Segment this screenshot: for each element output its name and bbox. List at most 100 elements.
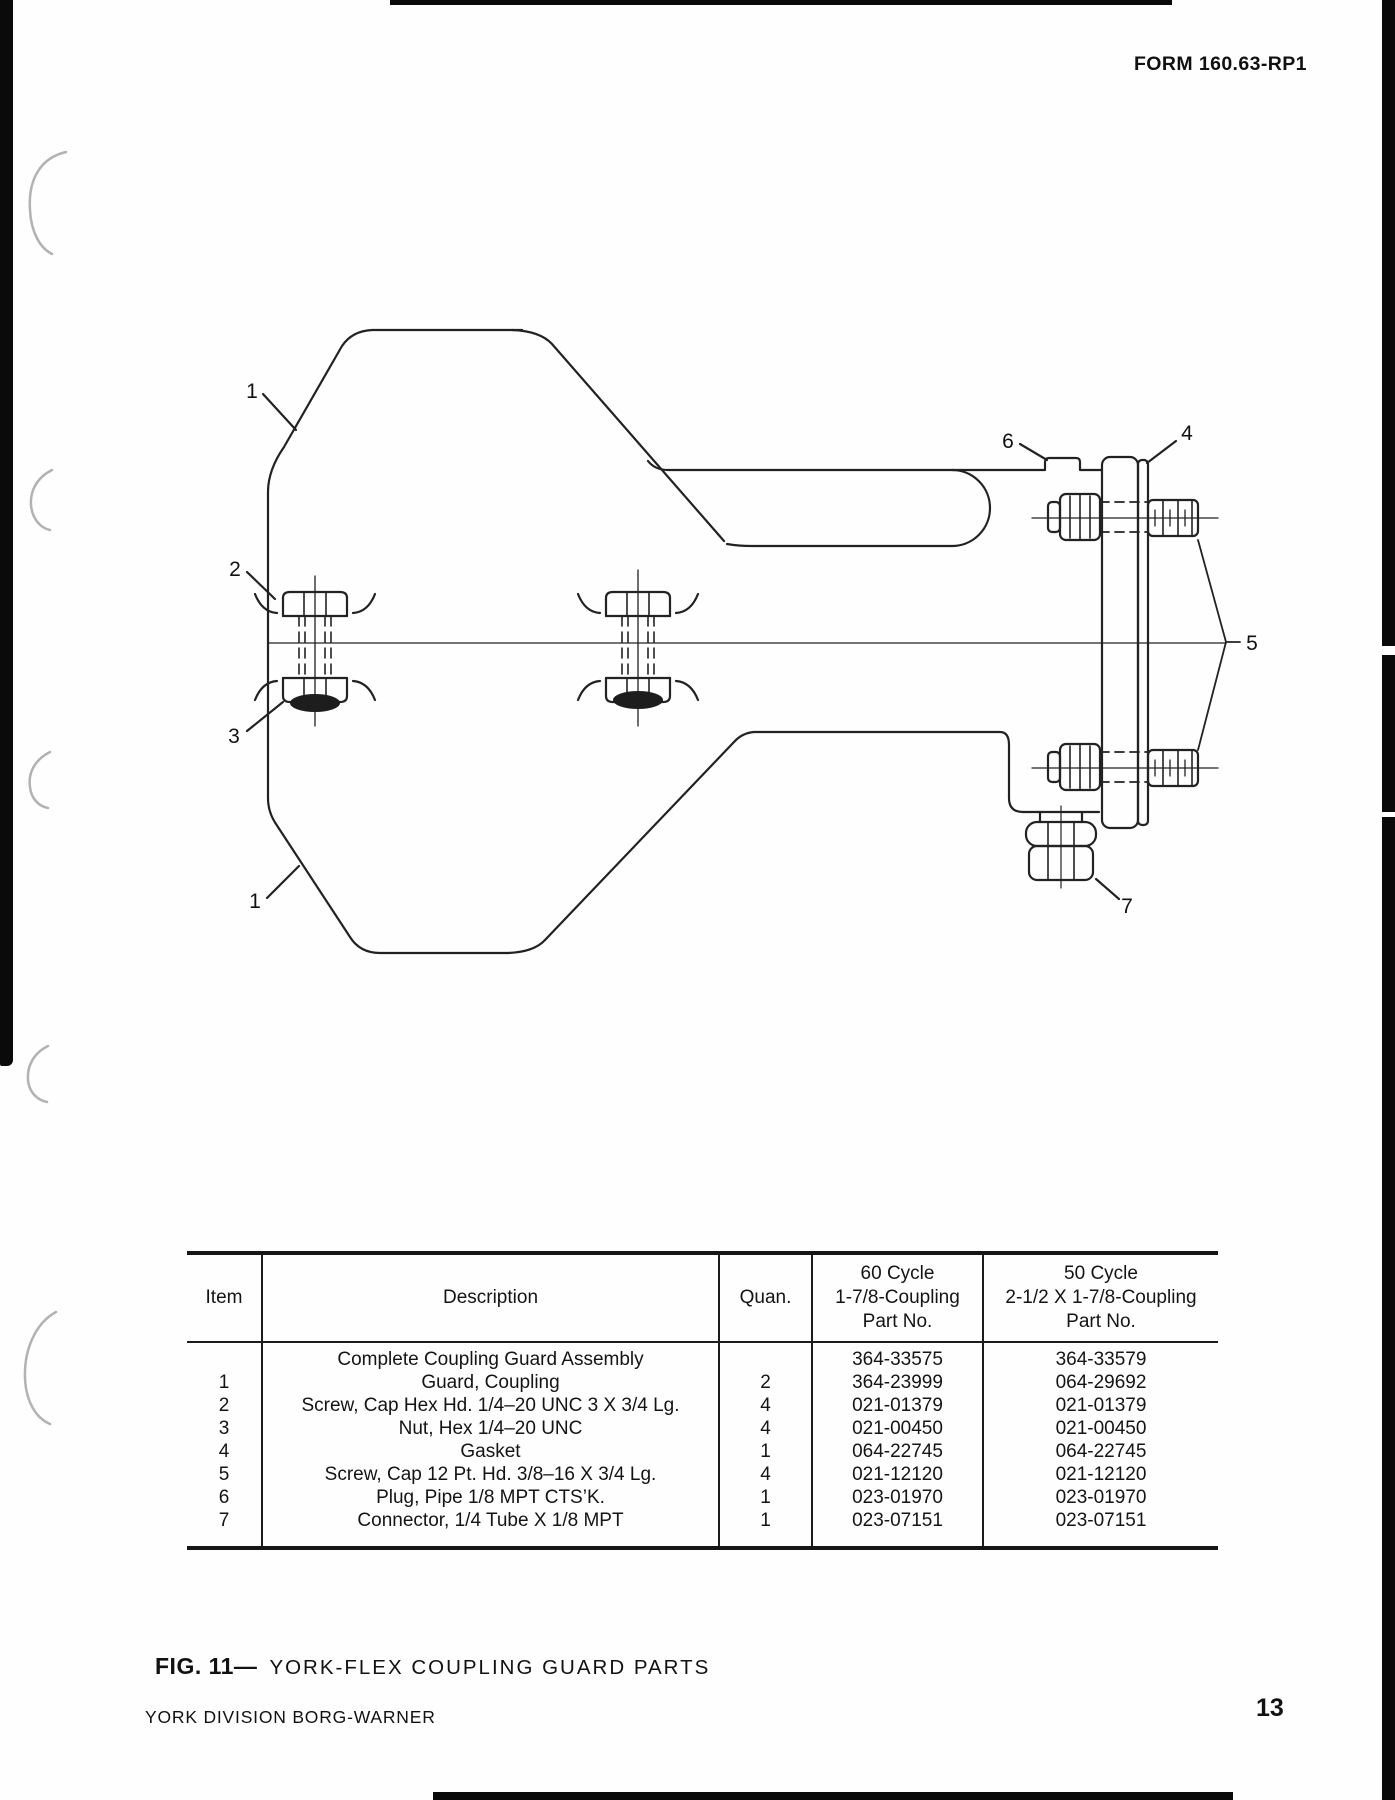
guard-lower-right-edge	[506, 730, 1101, 955]
cell-item	[187, 1342, 262, 1371]
footer-text: YORK DIVISION BORG-WARNER	[145, 1707, 436, 1727]
header-item: Item	[187, 1253, 262, 1343]
header-60-line2: 1-7/8-Coupling	[835, 1287, 960, 1308]
table-row: 6 Plug, Pipe 1/8 MPT CTS’K. 1 023-01970 …	[187, 1486, 1218, 1509]
scan-edge-left	[0, 0, 13, 1066]
cell-item: 4	[218, 1441, 230, 1462]
parts-table: Item Description Quan. 60 Cycle 1-7/8-Co…	[187, 1251, 1218, 1550]
scan-edge-right	[1382, 0, 1395, 1800]
cell-part50: 064-29692	[982, 1371, 1218, 1394]
header-quan: Quan.	[718, 1253, 812, 1343]
neck-inner-slot	[725, 468, 992, 548]
cell-part60: 021-00450	[811, 1417, 983, 1440]
table-row: 2 Screw, Cap Hex Hd. 1/4–20 UNC 3 X 3/4 …	[187, 1394, 1218, 1417]
cell-part60: 064-22745	[811, 1440, 983, 1463]
neck-top-edge	[646, 456, 1104, 472]
cell-item: 2	[218, 1395, 230, 1416]
cell-quan: 4	[718, 1463, 812, 1486]
punch-mark	[28, 750, 52, 810]
guard-upper-right-edge	[510, 328, 726, 543]
scan-edge-top	[390, 0, 1172, 5]
header-60-line1: 60 Cycle	[860, 1263, 935, 1284]
cell-part60: 023-01970	[811, 1486, 983, 1509]
cell-item: 7	[218, 1510, 230, 1531]
cell-part50: 021-12120	[982, 1463, 1218, 1486]
cell-part50: 023-07151	[982, 1509, 1218, 1548]
callout-5-leader	[1197, 539, 1241, 751]
cell-description: Screw, Cap Hex Hd. 1/4–20 UNC 3 X 3/4 Lg…	[261, 1394, 719, 1417]
screw-top	[1046, 492, 1200, 542]
screw-bottom	[1046, 742, 1200, 792]
cell-item: 1	[218, 1372, 230, 1393]
table-row: 3 Nut, Hex 1/4–20 UNC 4 021-00450 021-00…	[187, 1417, 1218, 1440]
cell-item: 3	[218, 1418, 230, 1439]
cell-quan	[718, 1342, 812, 1371]
header-60-cycle: 60 Cycle 1-7/8-Coupling Part No.	[811, 1253, 983, 1343]
tube-connector	[1024, 805, 1098, 889]
cell-description: Complete Coupling Guard Assembly	[261, 1342, 719, 1371]
cell-part50: 364-33579	[982, 1342, 1218, 1371]
table-row: 7 Connector, 1/4 Tube X 1/8 MPT 1 023-07…	[187, 1509, 1218, 1548]
cell-description: Plug, Pipe 1/8 MPT CTS’K.	[261, 1486, 719, 1509]
cell-part50: 021-00450	[982, 1417, 1218, 1440]
cell-part60: 021-01379	[811, 1394, 983, 1417]
cell-description: Guard, Coupling	[261, 1371, 719, 1394]
table-row: 5 Screw, Cap 12 Pt. Hd. 3/8–16 X 3/4 Lg.…	[187, 1463, 1218, 1486]
callout-2-label: 2	[229, 558, 241, 581]
callout-1-top-label: 1	[246, 380, 258, 403]
cell-quan: 2	[718, 1371, 812, 1394]
header-description: Description	[261, 1253, 719, 1343]
cell-description: Gasket	[261, 1440, 719, 1463]
cell-quan: 4	[718, 1394, 812, 1417]
cell-part50: 021-01379	[982, 1394, 1218, 1417]
callout-4-leader	[1145, 439, 1178, 465]
cell-quan: 1	[718, 1486, 812, 1509]
cell-part60: 021-12120	[811, 1463, 983, 1486]
cell-description: Nut, Hex 1/4–20 UNC	[261, 1417, 719, 1440]
table-row: 4 Gasket 1 064-22745 064-22745	[187, 1440, 1218, 1463]
cell-part60: 364-33575	[811, 1342, 983, 1371]
caption-prefix: FIG. 11—	[155, 1653, 258, 1679]
callout-1-bottom-leader	[265, 864, 301, 900]
cell-quan: 4	[718, 1417, 812, 1440]
punch-mark	[23, 1310, 58, 1426]
bolt-assembly-left	[253, 575, 377, 727]
punch-mark	[29, 468, 54, 532]
callout-5-label: 5	[1246, 632, 1258, 655]
callout-1-bottom-label: 1	[249, 890, 261, 913]
punch-mark	[26, 1044, 50, 1104]
callout-2-leader	[245, 570, 277, 601]
figure-caption: FIG. 11—YORK-FLEX COUPLING GUARD PARTS	[155, 1653, 710, 1680]
callout-3-leader	[245, 700, 285, 733]
callout-7-leader	[1094, 877, 1121, 901]
cell-part60: 364-23999	[811, 1371, 983, 1394]
cell-quan: 1	[718, 1440, 812, 1463]
scan-edge-bottom	[433, 1792, 1233, 1800]
table-row: Complete Coupling Guard Assembly 364-335…	[187, 1342, 1218, 1371]
callout-3-label: 3	[228, 725, 240, 748]
cell-description: Connector, 1/4 Tube X 1/8 MPT	[261, 1509, 719, 1548]
cell-description: Screw, Cap 12 Pt. Hd. 3/8–16 X 3/4 Lg.	[261, 1463, 719, 1486]
callout-6-leader	[1018, 442, 1049, 462]
header-60-line3: Part No.	[862, 1311, 933, 1332]
punch-mark	[28, 150, 68, 256]
callout-4-label: 4	[1181, 422, 1193, 445]
table-row: 1 Guard, Coupling 2 364-23999 064-29692	[187, 1371, 1218, 1394]
callout-6-label: 6	[1002, 430, 1014, 453]
cell-part50: 064-22745	[982, 1440, 1218, 1463]
cell-part50: 023-01970	[982, 1486, 1218, 1509]
table-header-row: Item Description Quan. 60 Cycle 1-7/8-Co…	[187, 1253, 1218, 1343]
header-50-line1: 50 Cycle	[1064, 1263, 1138, 1284]
header-50-cycle: 50 Cycle 2-1/2 X 1-7/8-Coupling Part No.	[982, 1253, 1218, 1343]
header-50-line3: Part No.	[1066, 1311, 1136, 1332]
form-number: FORM 160.63-RP1	[1134, 53, 1307, 75]
callout-7-label: 7	[1121, 895, 1133, 918]
guard-outline	[266, 328, 524, 955]
cell-part60: 023-07151	[811, 1509, 983, 1548]
callout-1-top-leader	[261, 392, 298, 432]
cell-quan: 1	[718, 1509, 812, 1548]
bolt-assembly-middle	[576, 569, 700, 727]
cell-item: 6	[218, 1487, 230, 1508]
